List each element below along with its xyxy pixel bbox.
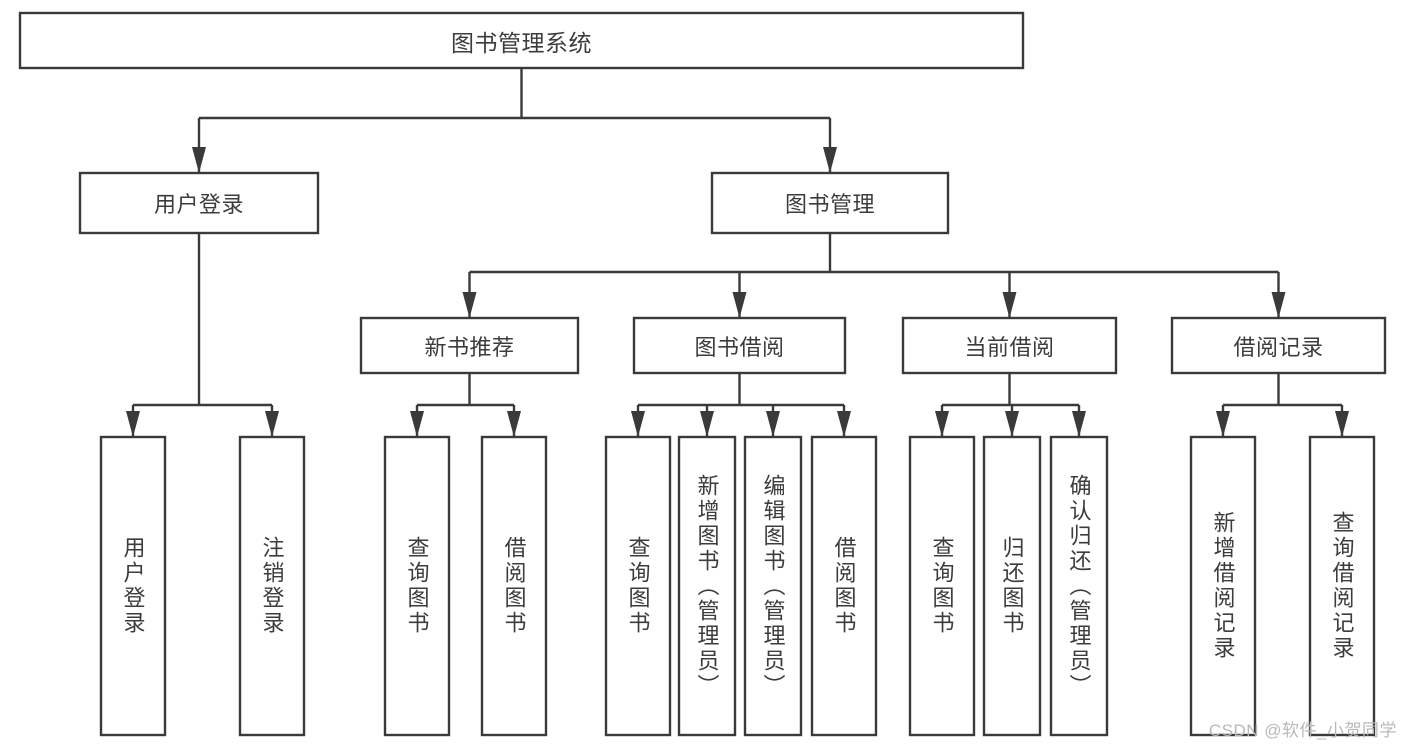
arrow-head-icon [837,411,851,437]
arrow-head-icon [935,411,949,437]
node-box-leaf-query-book-1[interactable] [383,435,451,737]
node-box-current-borrow[interactable] [901,316,1118,375]
arrow-head-icon [1271,292,1286,318]
arrow-head-icon [1072,411,1086,437]
arrow-head-icon [1216,411,1230,437]
node-box-user-login[interactable] [78,171,320,235]
node-box-leaf-user-logout[interactable] [238,435,306,737]
node-box-new-book-recommend[interactable] [359,316,580,375]
boxes-layer [18,11,1387,737]
arrow-head-icon [1005,411,1019,437]
node-box-leaf-return-book[interactable] [982,435,1042,737]
node-box-leaf-query-book-2[interactable] [604,435,672,737]
arrow-head-icon [192,147,206,173]
arrow-head-icon [126,411,140,437]
arrow-head-icon [700,411,714,437]
arrow-head-icon [1335,411,1349,437]
arrow-head-icon [265,411,279,437]
arrow-head-icon [631,411,645,437]
arrow-head-icon [507,411,521,437]
node-box-leaf-edit-book[interactable] [743,435,803,737]
node-box-book-borrow[interactable] [632,316,847,375]
node-box-leaf-borrow-book-2[interactable] [810,435,878,737]
node-box-leaf-query-record[interactable] [1308,435,1376,737]
node-box-borrow-record[interactable] [1170,316,1387,375]
arrow-head-icon [410,411,424,437]
node-box-leaf-add-book[interactable] [677,435,737,737]
arrow-head-icon [732,292,747,318]
node-box-root[interactable] [18,11,1025,70]
arrow-head-icon [823,147,837,173]
arrow-head-icon [1002,292,1017,318]
node-box-leaf-add-record[interactable] [1189,435,1257,737]
arrow-head-icon [766,411,780,437]
node-box-leaf-user-login[interactable] [99,435,167,737]
node-box-leaf-borrow-book-1[interactable] [480,435,548,737]
node-box-book-manage[interactable] [710,171,950,235]
connectors-layer [126,68,1349,437]
node-box-leaf-confirm-return[interactable] [1049,435,1109,737]
arrow-head-icon [462,292,477,318]
node-box-leaf-query-book-3[interactable] [908,435,976,737]
